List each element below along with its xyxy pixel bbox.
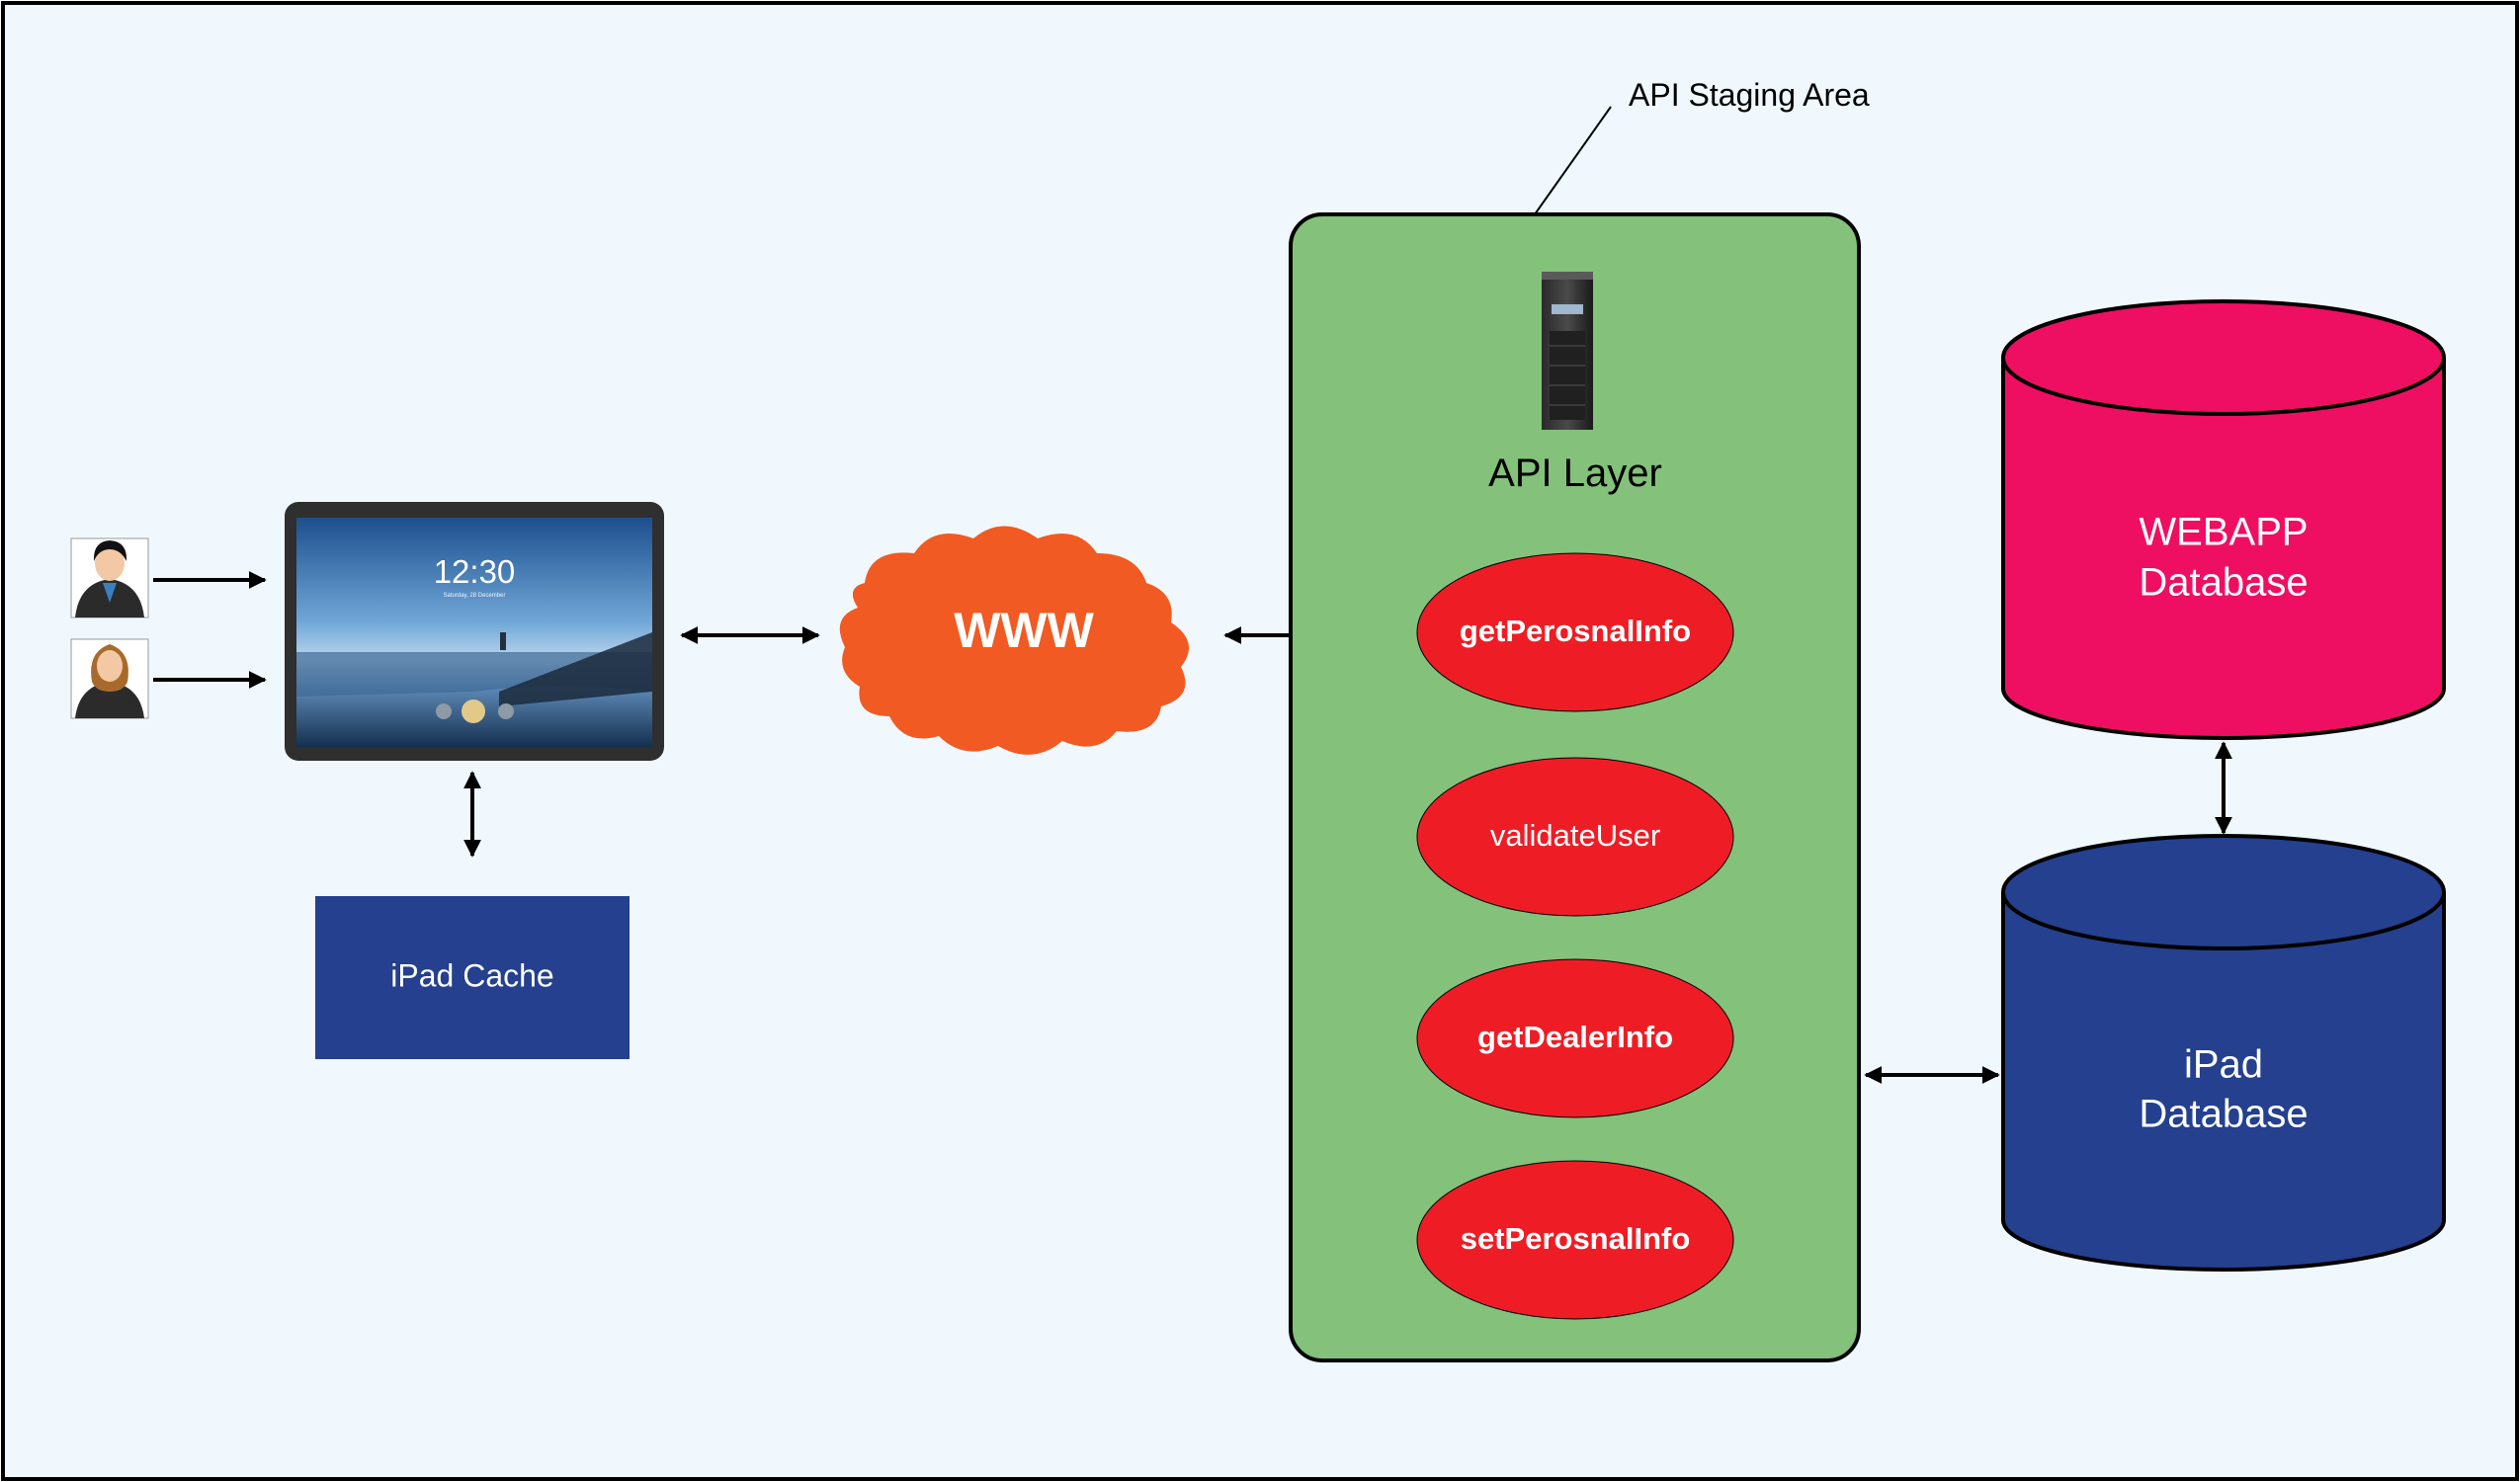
user-female-icon xyxy=(70,638,149,719)
user-male-icon xyxy=(70,537,149,618)
webapp-db-label-line2: Database xyxy=(2139,561,2308,605)
staging-area-label: API Staging Area xyxy=(1629,77,1870,113)
function-label: setPerosnalInfo xyxy=(1461,1221,1691,1256)
function-oval xyxy=(1416,757,1734,917)
api-function-setperosnalinfo: setPerosnalInfo xyxy=(1416,1160,1734,1320)
api-layer-title: API Layer xyxy=(1488,452,1662,495)
ipad-database: iPad Database xyxy=(2001,834,2446,1272)
function-label: getPerosnalInfo xyxy=(1460,614,1691,648)
tablet-date: Saturday, 28 December xyxy=(444,593,506,599)
function-oval xyxy=(1416,958,1734,1118)
webapp-db-top xyxy=(2001,299,2446,416)
ipad-db-label-line2: Database xyxy=(2139,1093,2308,1136)
function-oval xyxy=(1416,552,1734,712)
tablet-device: 12:30 Saturday, 28 December xyxy=(285,502,664,761)
tablet-time: 12:30 xyxy=(434,553,516,590)
function-oval xyxy=(1416,1160,1734,1320)
ipad-cache-label: iPad Cache xyxy=(390,957,553,993)
ipad-db-body xyxy=(2001,892,2446,1272)
function-label: validateUser xyxy=(1490,818,1660,853)
www-label: WWW xyxy=(954,603,1094,658)
server-icon xyxy=(1542,272,1593,430)
function-label: getDealerInfo xyxy=(1477,1020,1673,1054)
ipad-db-label-line1: iPad xyxy=(2184,1043,2263,1087)
api-function-validateuser: validateUser xyxy=(1416,757,1734,917)
api-function-getperosnalinfo: getPerosnalInfo xyxy=(1416,552,1734,712)
webapp-db-label-line1: WEBAPP xyxy=(2139,511,2308,554)
webapp-db-body xyxy=(2001,358,2446,740)
webapp-database: WEBAPP Database xyxy=(2001,299,2446,740)
staging-callout-line xyxy=(1534,106,1612,215)
www-cloud xyxy=(839,526,1189,755)
ipad-cache-box xyxy=(315,896,630,1059)
api-function-getdealerinfo: getDealerInfo xyxy=(1416,958,1734,1118)
ipad-db-top xyxy=(2001,834,2446,950)
